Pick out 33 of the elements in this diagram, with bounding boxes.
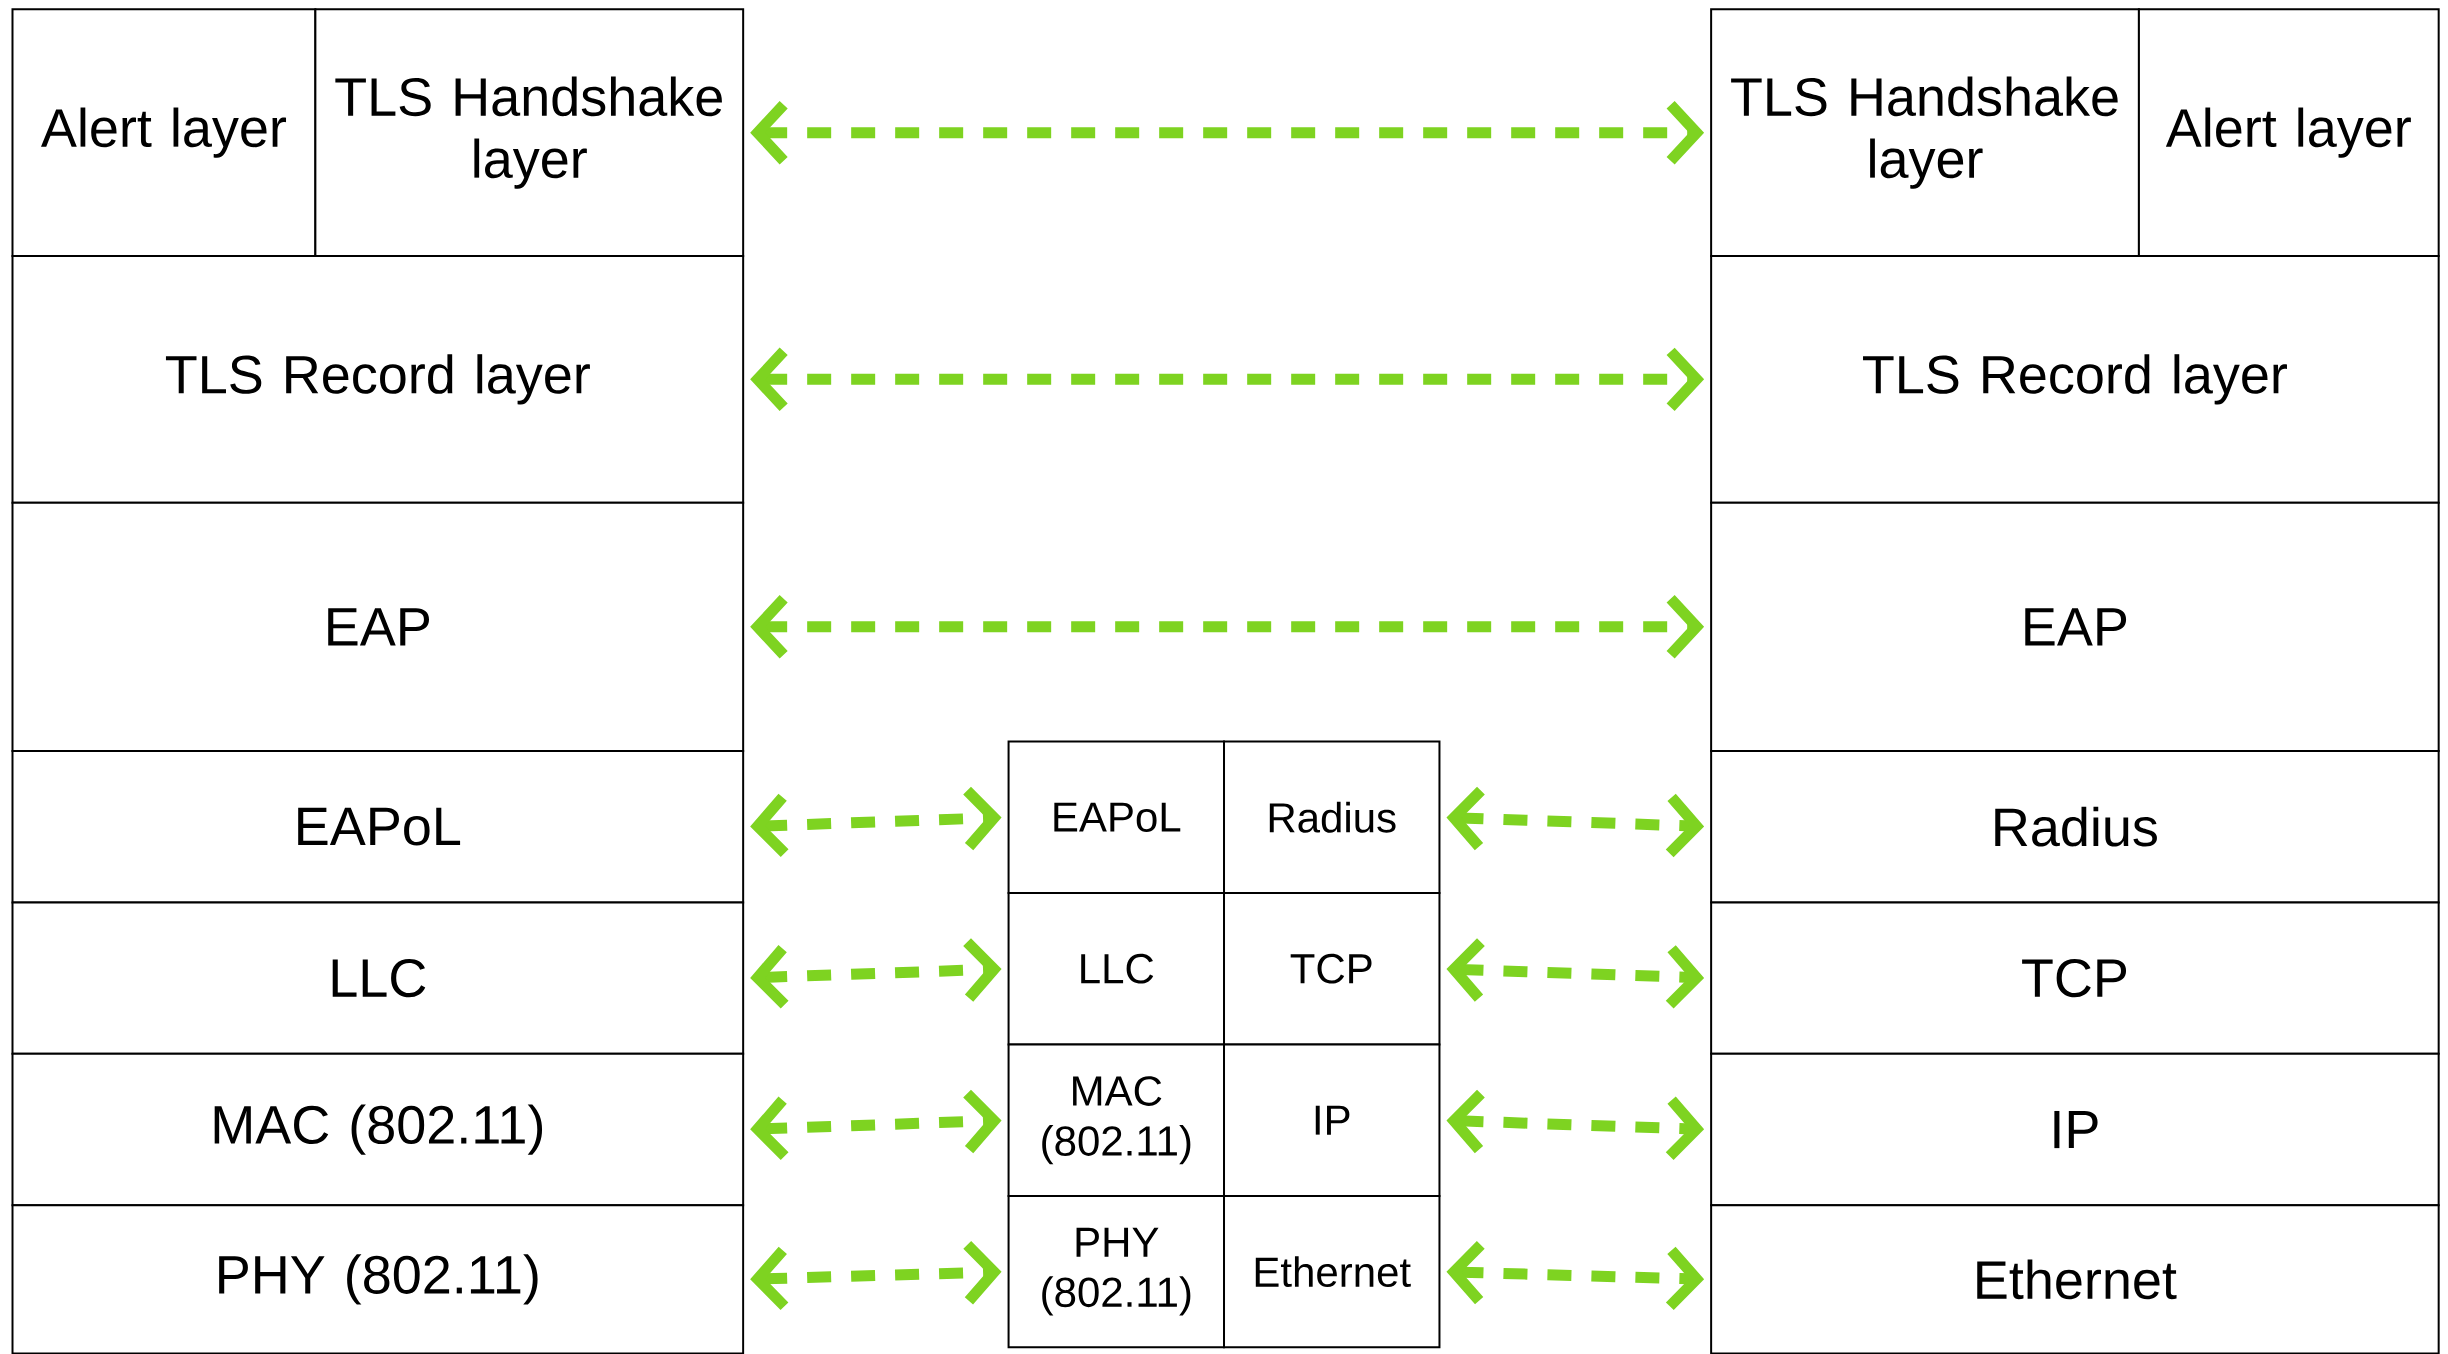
arrow bbox=[1446, 938, 1705, 1009]
layer-box: Ethernet bbox=[1710, 1204, 2440, 1354]
arrow bbox=[750, 1240, 1002, 1311]
arrow bbox=[1446, 1089, 1705, 1161]
arrow bbox=[750, 938, 1002, 1009]
protocol-cell: PHY (802.11) bbox=[1007, 1194, 1225, 1349]
arrow bbox=[750, 786, 1002, 858]
arrow bbox=[1446, 786, 1705, 858]
protocol-cell: MAC (802.11) bbox=[1007, 1043, 1225, 1197]
layer-box: Radius bbox=[1710, 749, 2440, 904]
arrow bbox=[750, 1089, 1002, 1160]
layer-box: EAPoL bbox=[11, 749, 745, 904]
arrow bbox=[750, 595, 1705, 659]
layer-box: EAP bbox=[1710, 501, 2440, 752]
layer-box: TCP bbox=[1710, 901, 2440, 1055]
layer-box: MAC (802.11) bbox=[11, 1052, 745, 1207]
protocol-cell: TCP bbox=[1223, 892, 1441, 1046]
layer-box: IP bbox=[1710, 1052, 2440, 1207]
layer-box: TLS Handshake layer bbox=[1710, 8, 2140, 257]
arrow bbox=[1446, 1240, 1705, 1311]
protocol-cell: Ethernet bbox=[1223, 1194, 1441, 1349]
protocol-cell: Radius bbox=[1223, 740, 1441, 894]
arrow bbox=[750, 347, 1705, 412]
layer-box: PHY (802.11) bbox=[11, 1204, 745, 1354]
layer-box: LLC bbox=[11, 901, 745, 1055]
arrow bbox=[750, 100, 1705, 165]
layer-box: TLS Handshake layer bbox=[314, 8, 745, 257]
protocol-cell: EAPoL bbox=[1007, 740, 1225, 894]
layer-box: Alert layer bbox=[2137, 8, 2440, 257]
layer-box: EAP bbox=[11, 501, 745, 752]
layer-box: Alert layer bbox=[11, 8, 317, 257]
protocol-cell: LLC bbox=[1007, 892, 1225, 1046]
protocol-cell: IP bbox=[1223, 1043, 1441, 1197]
